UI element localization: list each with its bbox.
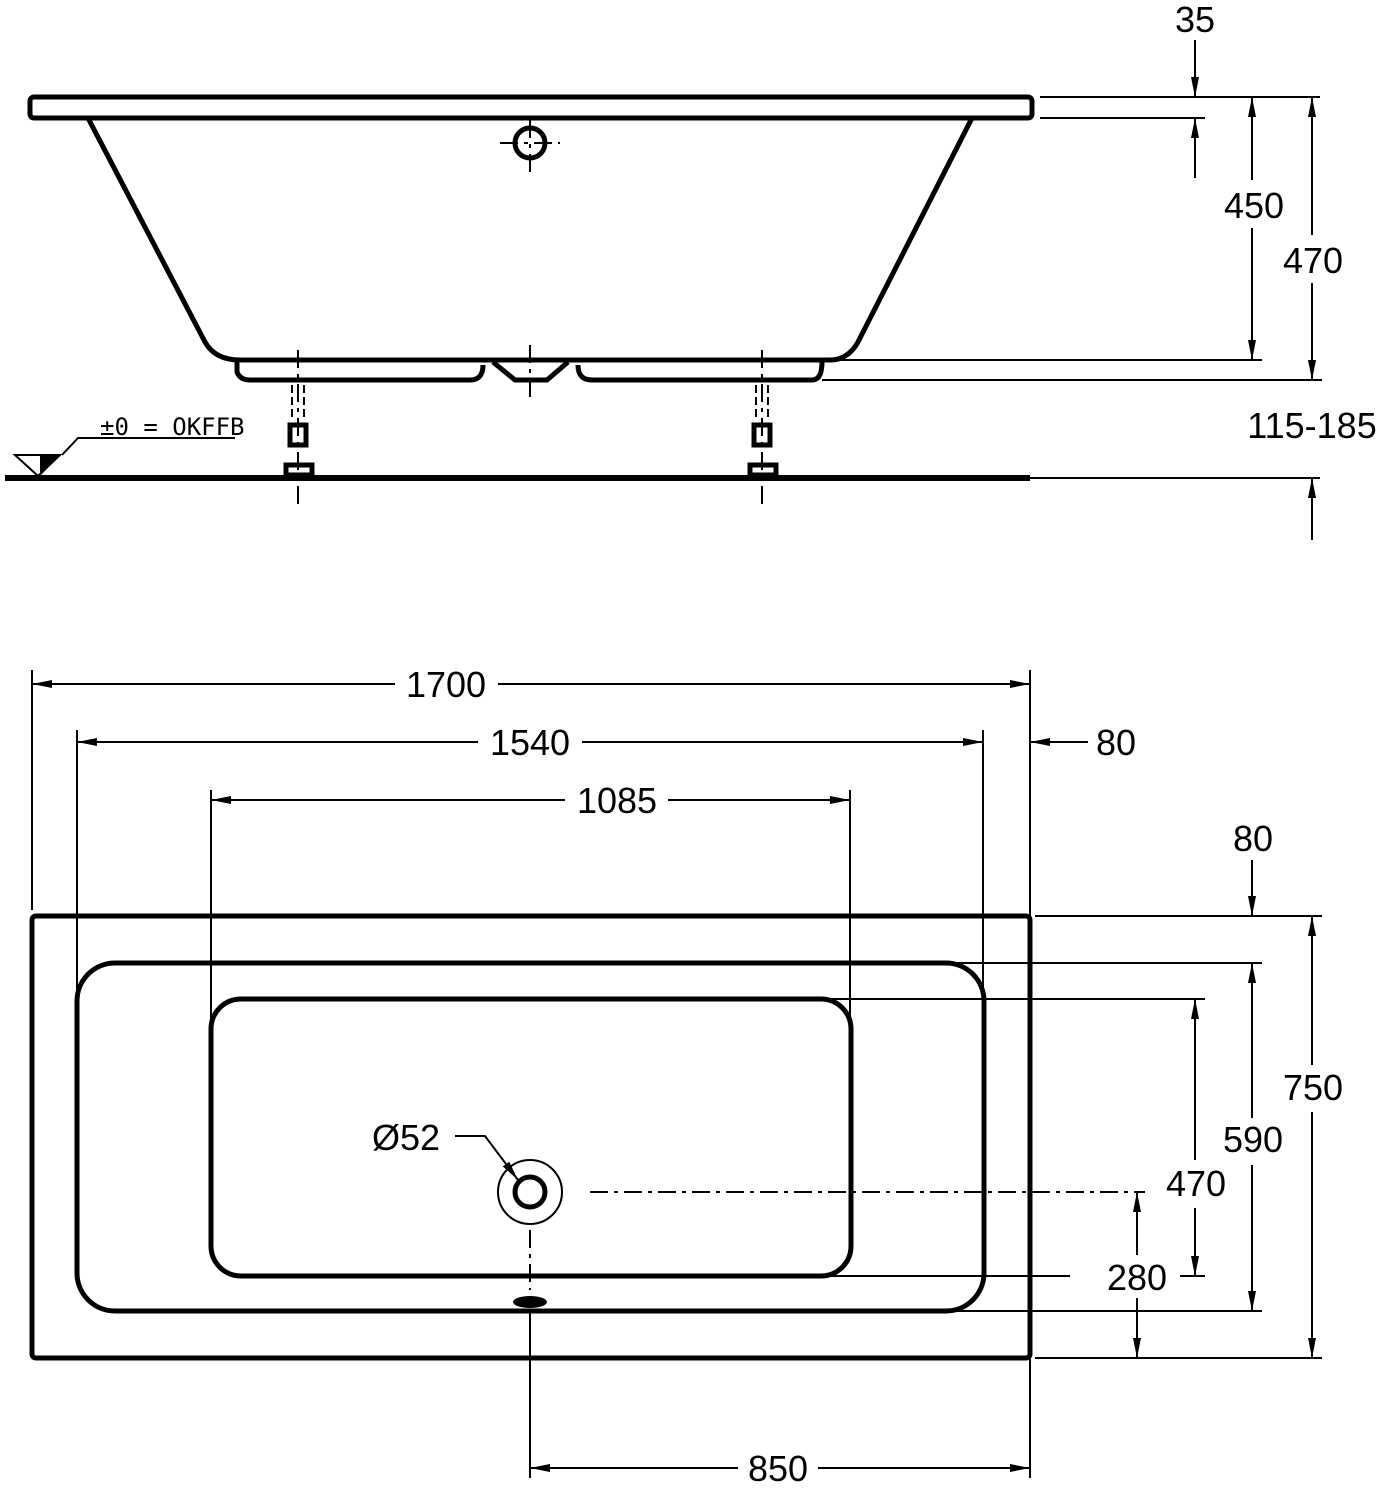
dim-depth-inner: 450 [1224, 185, 1284, 226]
support-foot-left [234, 362, 486, 383]
dim-length-bottom: 1085 [577, 780, 657, 821]
tub-body [85, 116, 975, 363]
floor-level-symbol [12, 437, 235, 478]
dim-drain-from-end: 850 [748, 1448, 808, 1488]
dim-width-bottom: 470 [1166, 1163, 1226, 1204]
side-view: ±0 = OKFFB 35 450 470 115-185 [5, 0, 1377, 540]
dim-length-outer: 1700 [406, 664, 486, 705]
overflow-icon [513, 1296, 547, 1308]
dim-width-inner: 590 [1223, 1119, 1283, 1160]
dim-width-outer: 750 [1283, 1067, 1343, 1108]
dim-rim-top: 80 [1233, 818, 1273, 859]
support-foot-right [575, 361, 825, 383]
tub-rim [27, 94, 1035, 121]
dim-leg-range: 115-185 [1247, 405, 1376, 446]
dim-length-inner: 1540 [490, 722, 570, 763]
dim-rim-thickness: 35 [1175, 0, 1215, 40]
plan-view: Ø52 1700 1540 1085 80 850 80 [29, 664, 1343, 1488]
floor-level-label: ±0 = OKFFB [100, 413, 245, 441]
dim-height-total: 470 [1283, 240, 1343, 281]
dim-rim-side: 80 [1096, 722, 1136, 763]
tub-outer-outline [29, 913, 1033, 1361]
drain-outer-icon [497, 1159, 563, 1225]
dim-drain-offset: 280 [1107, 1257, 1167, 1298]
drain-icon [512, 1174, 548, 1210]
dim-drain-diameter: Ø52 [372, 1117, 440, 1158]
